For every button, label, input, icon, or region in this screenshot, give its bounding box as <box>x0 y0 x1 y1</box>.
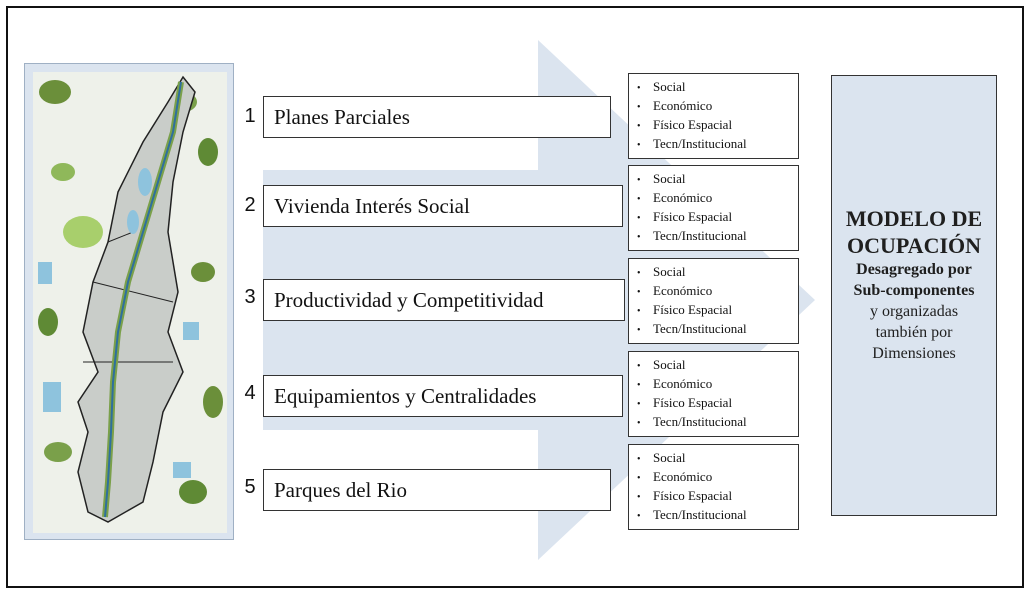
dimension-item: •Económico <box>637 469 713 484</box>
dimensions-list-4: •Social •Económico •Físico Espacial •Tec… <box>628 351 799 437</box>
dimension-item: •Tecn/Institucional <box>637 228 747 243</box>
dimension-item: •Tecn/Institucional <box>637 136 747 151</box>
model-line2: también por <box>875 324 953 341</box>
dimension-item: •Social <box>637 264 686 279</box>
city-map-image <box>33 72 227 533</box>
dimension-item: •Tecn/Institucional <box>637 414 747 429</box>
model-bold-line2: Sub-componentes <box>853 282 975 299</box>
dimension-item: •Tecn/Institucional <box>637 321 747 336</box>
component-number-2: 2 <box>244 194 256 216</box>
dimensions-list-1: •Social •Económico •Físico Espacial •Tec… <box>628 73 799 159</box>
dimension-item: •Físico Espacial <box>637 209 733 224</box>
dimension-item: •Económico <box>637 283 713 298</box>
component-number-5: 5 <box>244 476 256 498</box>
map-panel <box>24 63 234 540</box>
dimension-item: •Físico Espacial <box>637 117 733 132</box>
model-title-line2: OCUPACIÓN <box>846 233 982 258</box>
dimension-item: •Físico Espacial <box>637 488 733 503</box>
dimension-item: •Social <box>637 450 686 465</box>
model-line1: y organizadas <box>869 303 959 320</box>
dimensions-list-3: •Social •Económico •Físico Espacial •Tec… <box>628 258 799 344</box>
model-line3: Dimensiones <box>872 345 956 362</box>
dimension-item: •Social <box>637 357 686 372</box>
component-planes-parciales: Planes Parciales <box>263 96 611 138</box>
dimension-item: •Económico <box>637 98 713 113</box>
dimensions-list-5: •Social •Económico •Físico Espacial •Tec… <box>628 444 799 530</box>
dimension-item: •Social <box>637 171 686 186</box>
dimension-item: •Económico <box>637 376 713 391</box>
dimension-item: •Físico Espacial <box>637 395 733 410</box>
component-number-3: 3 <box>244 286 256 308</box>
component-number-1: 1 <box>244 105 256 127</box>
dimensions-list-2: •Social •Económico •Físico Espacial •Tec… <box>628 165 799 251</box>
component-vivienda-interes-social: Vivienda Interés Social <box>263 185 623 227</box>
dimension-item: •Social <box>637 79 686 94</box>
component-number-4: 4 <box>244 382 256 404</box>
component-equipamientos-centralidades: Equipamientos y Centralidades <box>263 375 623 417</box>
model-bold-line1: Desagregado por <box>856 261 972 278</box>
dimension-item: •Económico <box>637 190 713 205</box>
dimension-item: •Tecn/Institucional <box>637 507 747 522</box>
model-title-line1: MODELO DE <box>845 206 983 231</box>
component-productividad-competitividad: Productividad y Competitividad <box>263 279 625 321</box>
dimension-item: •Físico Espacial <box>637 302 733 317</box>
model-summary-box: MODELO DE OCUPACIÓN Desagregado por Sub-… <box>831 75 997 516</box>
component-parques-del-rio: Parques del Rio <box>263 469 611 511</box>
